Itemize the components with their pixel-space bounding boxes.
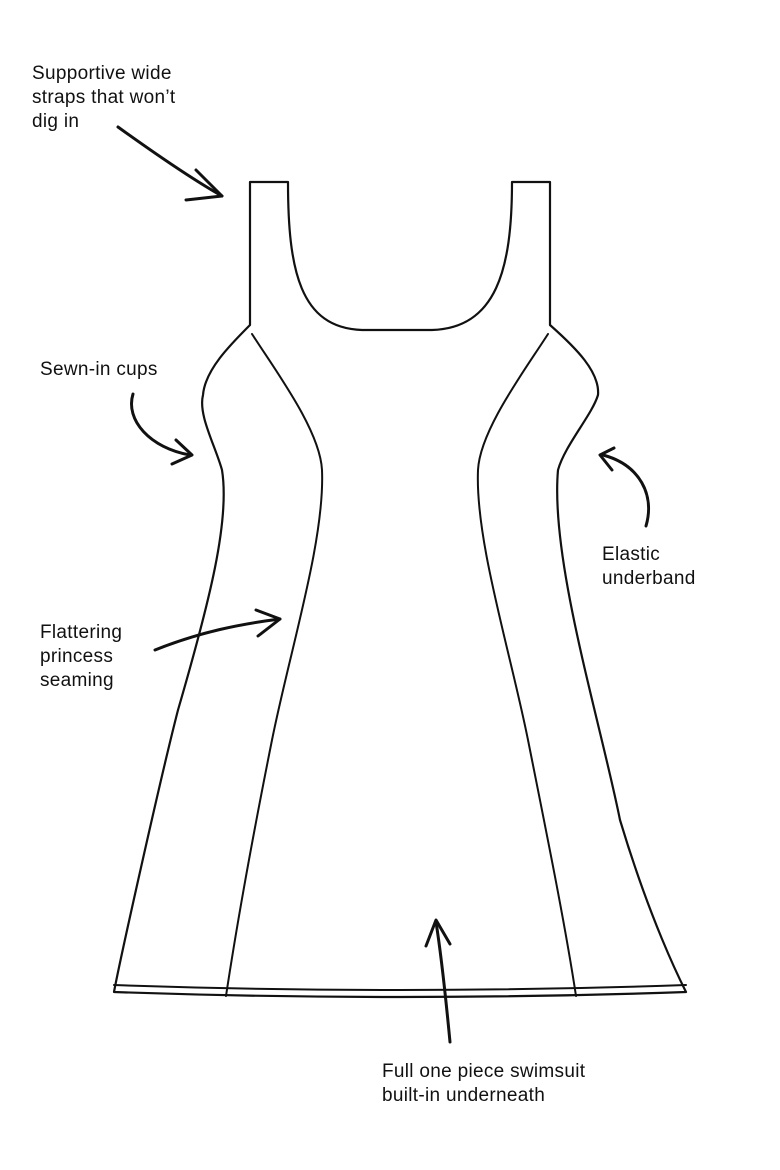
princess-seam-left	[225, 333, 324, 997]
hem-line	[113, 984, 687, 991]
cups-arrowhead	[170, 438, 194, 466]
seaming-callout-line-2: princess	[40, 646, 114, 667]
straps-callout-line-3: dig in	[32, 111, 80, 132]
elastic-arrowhead	[598, 446, 616, 472]
seaming-callout-line-3: seaming	[40, 670, 114, 691]
elastic-arrow	[601, 453, 651, 528]
princess-seam-right	[476, 333, 577, 997]
straps-callout: Supportive wide straps that won’t dig in	[32, 62, 175, 134]
swimsuit-arrow	[434, 920, 452, 1044]
seaming-arrow	[153, 617, 282, 652]
straps-arrowhead	[184, 168, 224, 202]
swimsuit-callout: Full one piece swimsuit built-in underne…	[382, 1060, 585, 1108]
cups-arrow	[130, 392, 192, 457]
straps-arrow	[116, 125, 224, 198]
elastic-callout-line-2: underband	[602, 568, 696, 589]
straps-callout-line-1: Supportive wide	[32, 63, 172, 84]
cups-callout: Sewn-in cups	[40, 358, 158, 382]
swimsuit-callout-line-2: built-in underneath	[382, 1085, 546, 1106]
seaming-arrowhead	[254, 608, 282, 638]
cups-callout-line-1: Sewn-in cups	[40, 359, 158, 380]
swimsuit-callout-line-1: Full one piece swimsuit	[382, 1061, 586, 1082]
straps-callout-line-2: straps that won’t	[32, 87, 176, 108]
elastic-callout: Elastic underband	[602, 543, 696, 591]
elastic-callout-line-1: Elastic	[602, 544, 661, 565]
swimsuit-arrowhead	[424, 918, 452, 948]
seaming-callout: Flattering princess seaming	[40, 621, 122, 693]
dress-outline	[112, 180, 688, 999]
seaming-callout-line-1: Flattering	[40, 622, 123, 643]
